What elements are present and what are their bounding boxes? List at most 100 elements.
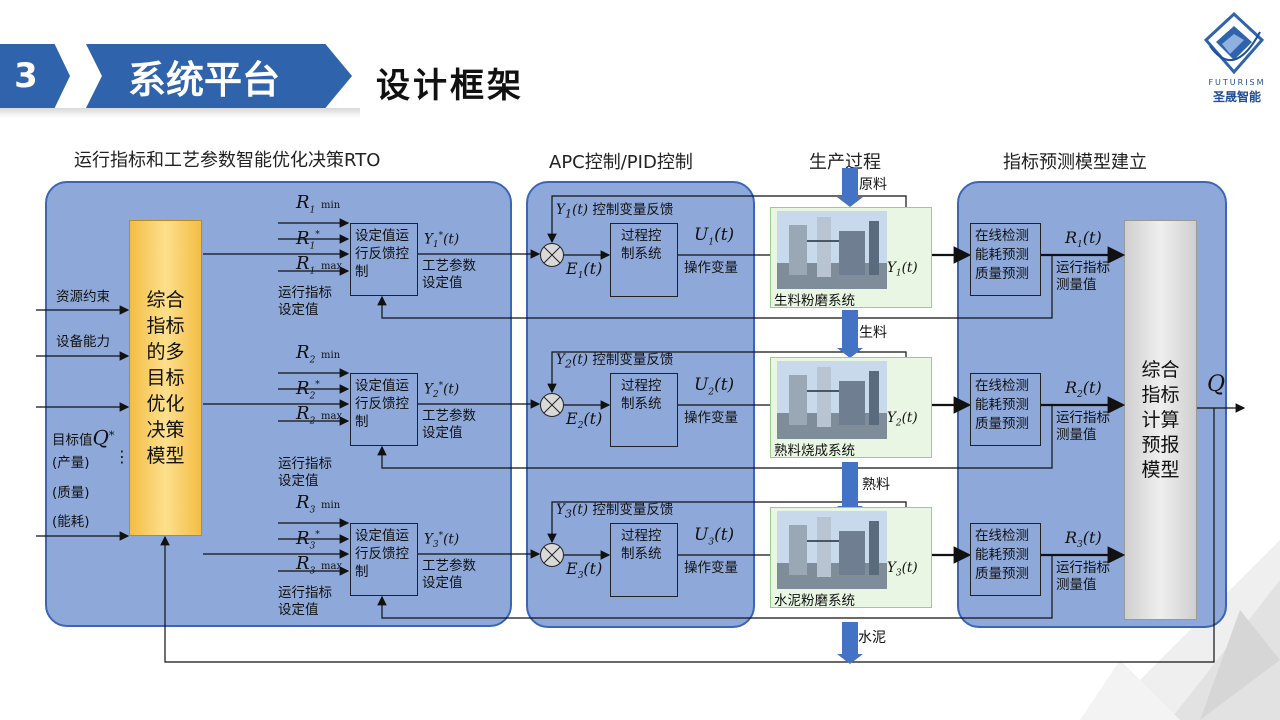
r-subscript: 2 [309, 391, 316, 402]
feedback-subscript: 1 [564, 207, 573, 221]
r-max-label: R2 max [296, 405, 342, 431]
y-subscript: 2 [432, 390, 439, 401]
wire-path [377, 555, 1053, 619]
feedback-label: Y3(t) 控制变量反馈 [556, 502, 673, 523]
process-control-system-box: 过程控制系统 [610, 523, 678, 597]
e-symbol: E [566, 559, 578, 578]
y-subscript: 1 [432, 240, 439, 251]
process-param-setpoint-label: 工艺参数设定值 [422, 558, 476, 592]
material-flow-label: 熟料 [862, 477, 890, 493]
star-sup: * [315, 530, 320, 540]
y-out-t: (t) [901, 560, 918, 576]
section-number-badge: 3 [0, 44, 70, 108]
prediction-section-title: 指标预测模型建立 [1003, 152, 1147, 173]
r-symbol: R [296, 253, 310, 274]
run-index-line1: 运行指标 [278, 456, 332, 472]
run-index-line1: 运行指标 [278, 585, 332, 601]
material-flow-arrow [837, 462, 863, 516]
run-index-line2: 设定值 [278, 602, 319, 618]
r-symbol: R [296, 553, 310, 574]
measured-line2: 测量值 [1056, 277, 1097, 293]
rto-section-title: 运行指标和工艺参数智能优化决策RTO [74, 150, 381, 171]
measured-line1: 运行指标 [1056, 560, 1110, 576]
r-symbol: R [296, 378, 310, 399]
process-param-line1: 工艺参数 [422, 558, 476, 574]
y-star-sup: * [438, 381, 444, 391]
process-control-system-box: 过程控制系统 [610, 223, 678, 297]
production-section-title: 生产过程 [809, 152, 881, 173]
feedback-label: Y1(t) 控制变量反馈 [556, 202, 673, 223]
r-pred-label: R3(t) [1065, 529, 1102, 554]
r-pred-t: (t) [1082, 528, 1102, 547]
section-name-banner: 系统平台 [86, 44, 352, 108]
online-detection-prediction-box: 在线检测能耗预测质量预测 [970, 373, 1041, 446]
online-detection-prediction-box: 在线检测能耗预测质量预测 [970, 523, 1041, 596]
u-t: (t) [714, 525, 735, 545]
y-output-label: Y1(t) [887, 260, 918, 283]
max-text: max [321, 411, 343, 422]
wire-path [377, 255, 1053, 319]
r-pred-label: R2(t) [1065, 379, 1102, 404]
run-index-setpoint-label: 运行指标设定值 [278, 585, 332, 619]
plant-photo-icon [777, 511, 887, 589]
y-subscript: 3 [432, 540, 439, 551]
process-control-system-box: 过程控制系统 [610, 373, 678, 447]
y-out-t: (t) [901, 260, 918, 276]
r-subscript: 1 [309, 241, 316, 252]
feedback-t: (t) [572, 352, 589, 368]
r-pred-symbol: R [1065, 378, 1078, 397]
r-star-label: R3* [296, 527, 320, 556]
u-subscript: 1 [708, 237, 715, 248]
r-min-label: R2 min [296, 344, 340, 370]
resource-constraint-label: 资源约束 [56, 289, 110, 305]
run-index-line1: 运行指标 [278, 285, 332, 301]
multi-objective-decision-model: 综合指标的多目标优化决策模型 [129, 220, 202, 536]
error-label: E1(t) [566, 260, 602, 285]
material-flow-label: 生料 [859, 325, 887, 341]
y-out-subscript: 3 [895, 568, 902, 579]
e-subscript: 1 [577, 271, 584, 282]
feedback-text: 控制变量反馈 [592, 502, 674, 518]
process-param-line1: 工艺参数 [422, 408, 476, 424]
u-t: (t) [714, 375, 735, 395]
operation-variable-label: 操作变量 [684, 260, 738, 276]
operation-variable-label: 操作变量 [684, 410, 738, 426]
u-t: (t) [714, 225, 735, 245]
feedback-y-symbol: Y [556, 202, 565, 218]
r-min-label: R3 min [296, 494, 340, 520]
error-label: E3(t) [566, 560, 602, 585]
r-pred-t: (t) [1082, 228, 1102, 247]
y-symbol: Y [424, 231, 433, 248]
section-number: 3 [14, 56, 38, 96]
feedback-y-symbol: Y [556, 352, 565, 368]
r-pred-label: R1(t) [1065, 229, 1102, 254]
r-symbol: R [296, 403, 310, 424]
header-shadow [0, 108, 360, 118]
index-forecast-model: 综合指标计算预报模型 [1124, 220, 1197, 620]
feedback-text: 控制变量反馈 [592, 202, 674, 218]
star-sup: * [315, 380, 320, 390]
e-t: (t) [583, 559, 603, 578]
r-pred-subscript: 1 [1077, 240, 1083, 251]
y-out-symbol: Y [887, 560, 896, 576]
u-symbol: U [694, 525, 709, 545]
run-index-setpoint-label: 运行指标设定值 [278, 456, 332, 490]
r-pred-symbol: R [1065, 228, 1078, 247]
u-label: U2(t) [694, 377, 734, 401]
r-subscript: 3 [309, 566, 316, 577]
y-star-label: Y1*(t) [424, 228, 459, 254]
r-pred-subscript: 3 [1077, 540, 1083, 551]
u-label: U1(t) [694, 227, 734, 251]
y-symbol: Y [424, 381, 433, 398]
r-max-label: R3 max [296, 555, 342, 581]
material-flow-arrow [837, 622, 863, 664]
y-t: (t) [443, 381, 460, 398]
y-star-label: Y3*(t) [424, 528, 459, 554]
u-label: U3(t) [694, 527, 734, 551]
setpoint-feedback-control-box: 设定值运行反馈控制 [350, 523, 418, 596]
feedback-t: (t) [572, 502, 589, 518]
logo-chinese-name: 圣晟智能 [1212, 90, 1261, 104]
logo-text: FUTURISM [1208, 78, 1266, 87]
y-out-symbol: Y [887, 260, 896, 276]
y-symbol: Y [424, 531, 433, 548]
